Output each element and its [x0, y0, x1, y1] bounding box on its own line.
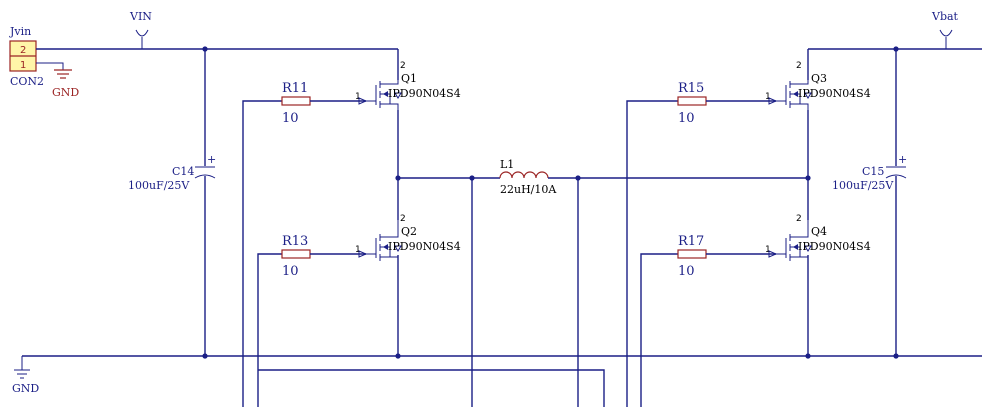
r11-net-left: [242, 100, 282, 407]
q1-part: IPD90N04S4: [388, 87, 461, 100]
gnd-symbol-connector: GND: [52, 69, 79, 99]
c15-plate-bottom: [885, 174, 907, 179]
inductor-l1[interactable]: L1 22uH/10A: [499, 158, 557, 196]
capacitor-c15[interactable]: + C15 100uF/25V: [832, 49, 907, 356]
wire-jvin-gnd: [36, 62, 64, 70]
l1-value: 22uH/10A: [500, 183, 557, 196]
gnd-label-connector: GND: [52, 86, 79, 99]
q1-diode: [394, 92, 402, 99]
q4-source-conn: [790, 255, 809, 258]
q3-drain-pin: 2: [796, 61, 802, 71]
q4-designator: Q4: [811, 225, 827, 238]
resistor-r11[interactable]: R11 10: [242, 81, 368, 407]
resistor-r13[interactable]: R13 10: [257, 234, 368, 407]
r17-designator: R17: [678, 234, 704, 249]
c15-polarity: +: [898, 153, 907, 166]
l1-coil: [499, 171, 549, 179]
r15-body: [677, 96, 707, 106]
c15-designator: C15: [862, 165, 884, 178]
q4-gate-pin: 1: [765, 245, 771, 255]
q3-designator: Q3: [811, 72, 827, 85]
q2-source-conn: [380, 255, 399, 258]
r15-value: 10: [678, 111, 695, 126]
q2-gate-pin: 1: [355, 245, 361, 255]
vin-arrow: [135, 29, 149, 37]
connector-part: CON2: [10, 75, 44, 88]
q3-gate-pin: 1: [765, 92, 771, 102]
q2-body-arrow: [383, 244, 388, 250]
mosfet-q4[interactable]: Q4 IPD90N04S4 1 2: [765, 214, 871, 261]
q2-drain-conn: [380, 220, 399, 238]
vin-label: VIN: [129, 10, 152, 23]
q1-body-arrow: [383, 91, 388, 97]
r17-body: [677, 249, 707, 259]
connector-jvin[interactable]: Jvin CON2 2 1: [9, 25, 44, 88]
mosfet-q3[interactable]: Q3 IPD90N04S4 1 2: [765, 61, 871, 110]
connector-pin-2: 2: [20, 45, 26, 56]
gnd-symbol-rail: GND: [12, 356, 39, 395]
r17-value: 10: [678, 264, 695, 279]
power-port-vbat: Vbat: [931, 10, 959, 49]
q3-part: IPD90N04S4: [798, 87, 871, 100]
mosfet-q2[interactable]: Q2 IPD90N04S4 1 2: [355, 214, 461, 261]
c14-value: 100uF/25V: [128, 179, 190, 192]
q1-source-conn: [380, 103, 399, 110]
q4-diode: [804, 245, 812, 252]
c14-polarity: +: [207, 153, 216, 166]
r11-value: 10: [282, 111, 299, 126]
r13-value: 10: [282, 264, 299, 279]
q1-gate-pin: 1: [355, 92, 361, 102]
r13-net-left: [257, 253, 282, 407]
vbat-label: Vbat: [931, 10, 959, 23]
wire-gate-loop: [258, 369, 605, 407]
capacitor-c14[interactable]: + C14 100uF/25V: [128, 49, 216, 356]
vbat-arrow: [939, 29, 953, 37]
mosfet-q1[interactable]: Q1 IPD90N04S4 1 2: [355, 61, 461, 110]
q1-drain-conn: [380, 80, 399, 85]
q2-designator: Q2: [401, 225, 417, 238]
resistor-r17[interactable]: R17 10: [640, 234, 778, 407]
r11-designator: R11: [282, 81, 308, 96]
r13-designator: R13: [282, 234, 308, 249]
l1-designator: L1: [500, 158, 514, 171]
q3-drain-conn: [790, 80, 809, 85]
r11-arrow: [358, 97, 368, 105]
q2-drain-pin: 2: [400, 214, 406, 224]
c14-designator: C14: [172, 165, 194, 178]
q2-diode: [394, 245, 402, 252]
q3-diode: [804, 92, 812, 99]
power-port-vin: VIN: [129, 10, 152, 49]
q1-drain-pin: 2: [400, 61, 406, 71]
q2-part: IPD90N04S4: [388, 240, 461, 253]
q4-drain-pin: 2: [796, 214, 802, 224]
r13-body: [281, 249, 311, 259]
q4-drain-conn: [790, 220, 809, 238]
r15-net-left: [626, 100, 678, 407]
q4-part: IPD90N04S4: [798, 240, 871, 253]
gnd-label-rail: GND: [12, 382, 39, 395]
connector-pin-1: 1: [20, 60, 26, 71]
r13-arrow: [358, 250, 368, 258]
c14-plate-bottom: [194, 174, 216, 179]
resistor-r15[interactable]: R15 10: [626, 81, 778, 407]
q3-body-arrow: [793, 91, 798, 97]
r17-arrow: [768, 250, 778, 258]
r15-arrow: [768, 97, 778, 105]
c15-value: 100uF/25V: [832, 179, 894, 192]
r17-net-left: [640, 253, 678, 407]
r15-designator: R15: [678, 81, 704, 96]
connector-designator: Jvin: [9, 25, 31, 38]
q3-source-conn: [790, 103, 809, 110]
r11-body: [281, 96, 311, 106]
q1-designator: Q1: [401, 72, 417, 85]
q4-body-arrow: [793, 244, 798, 250]
